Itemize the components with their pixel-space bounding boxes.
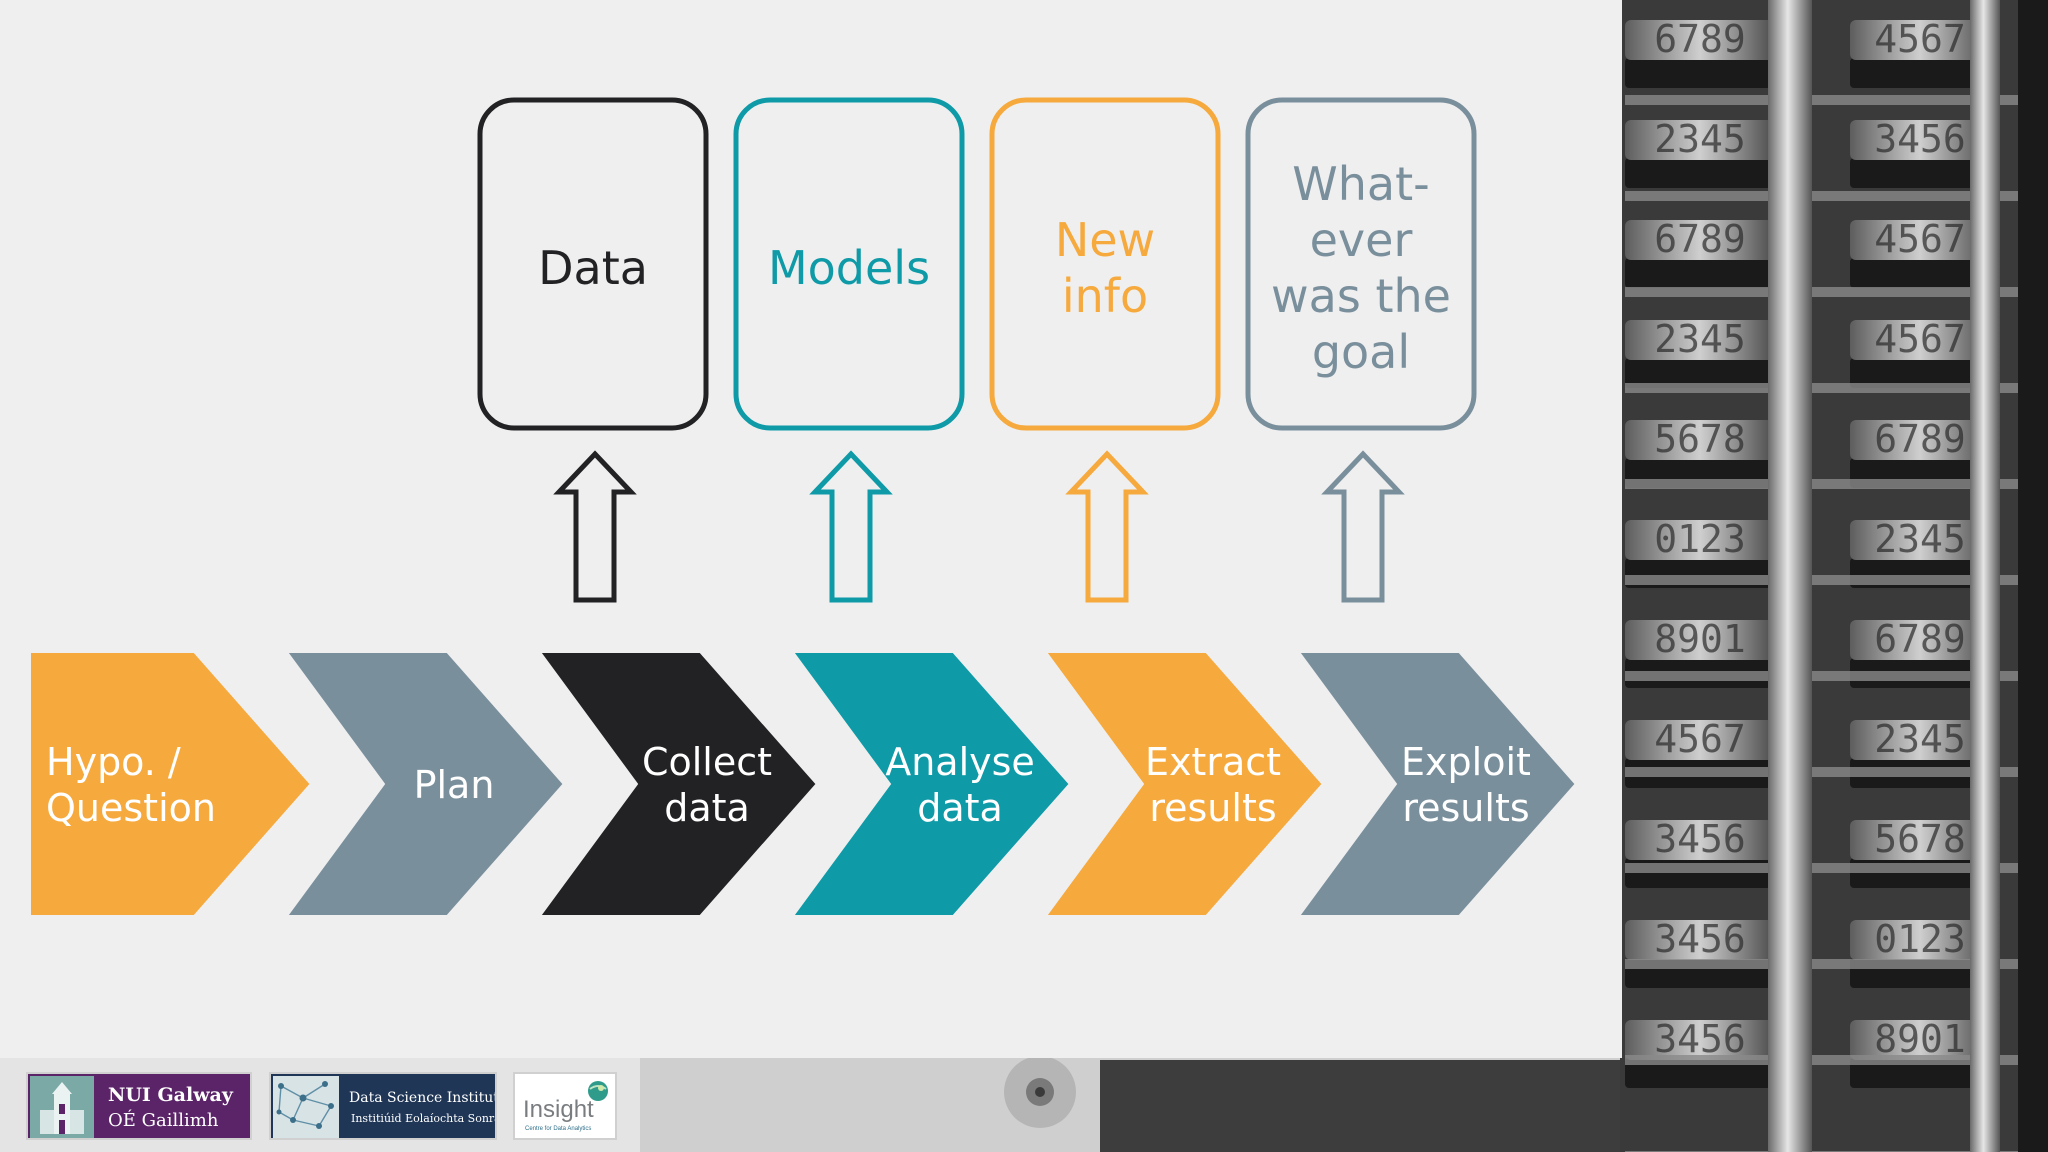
output-box-label: Data (538, 241, 648, 295)
process-chevron (522, 643, 829, 925)
output-box-label: was the (1271, 269, 1451, 323)
insight-logo-name: Insight (523, 1096, 594, 1123)
process-chevron (1028, 643, 1335, 925)
svg-text:4567: 4567 (1654, 717, 1746, 761)
output-box-outline (477, 97, 709, 431)
svg-text:6789: 6789 (1874, 417, 1966, 461)
svg-text:2345: 2345 (1874, 517, 1966, 561)
nui-logo-line2: OÉ Gaillimh (108, 1110, 219, 1131)
svg-text:6789: 6789 (1654, 217, 1746, 261)
svg-text:4567: 4567 (1874, 17, 1966, 61)
output-box-label: info (1062, 269, 1148, 323)
process-chevron (775, 643, 1082, 925)
output-box-2: Models (733, 97, 965, 431)
globe-icon (587, 1080, 609, 1102)
process-step-label: Hypo. / (46, 740, 181, 784)
output-box-outline (1245, 97, 1477, 431)
svg-text:5678: 5678 (1654, 417, 1746, 461)
network-icon (273, 1076, 339, 1138)
process-step-label: Plan (414, 763, 495, 807)
process-step-label: Exploit (1401, 740, 1531, 784)
svg-text:3456: 3456 (1654, 1017, 1746, 1061)
dsi-logo-line1: Data Science Institute (349, 1090, 497, 1106)
nui-galway-logo: NUI Galway OÉ Gaillimh (26, 1072, 252, 1140)
svg-text:6789: 6789 (1654, 17, 1746, 61)
svg-text:6789: 6789 (1874, 617, 1966, 661)
svg-text:0123: 0123 (1874, 917, 1966, 961)
svg-text:2345: 2345 (1654, 317, 1746, 361)
svg-text:8901: 8901 (1654, 617, 1746, 661)
svg-text:3456: 3456 (1654, 817, 1746, 861)
process-step-2: Plan (269, 643, 576, 925)
output-box-outline (989, 97, 1221, 431)
process-step-label: Collect (642, 740, 772, 784)
output-box-1: Data (477, 97, 709, 431)
process-step-label: results (1402, 786, 1529, 830)
svg-text:4567: 4567 (1874, 317, 1966, 361)
process-chevron (269, 643, 576, 925)
nui-logo-line1: NUI Galway (108, 1084, 233, 1106)
up-arrow-icon (809, 450, 893, 603)
output-box-outline (733, 97, 965, 431)
insight-logo-tagline: Centre for Data Analytics (525, 1126, 592, 1132)
output-box-label: Models (768, 241, 930, 295)
dsi-logo-line2: Institiúid Eolaíochta Sonraí (351, 1112, 497, 1125)
process-step-label: Analyse (885, 740, 1035, 784)
svg-text:8901: 8901 (1874, 1017, 1966, 1061)
output-box-label: ever (1310, 213, 1413, 267)
output-box-label: New (1055, 213, 1155, 267)
up-arrow-icon (1065, 450, 1149, 603)
process-step-label: Question (46, 786, 216, 830)
process-step-label: data (917, 786, 1003, 830)
up-arrow-icon (1321, 450, 1405, 603)
process-step-label: data (664, 786, 750, 830)
svg-text:2345: 2345 (1874, 717, 1966, 761)
svg-text:2345: 2345 (1654, 117, 1746, 161)
data-science-institute-logo: Data Science Institute Institiúid Eolaío… (269, 1072, 497, 1140)
output-box-label: goal (1312, 325, 1410, 379)
insight-logo: Insight Centre for Data Analytics (513, 1072, 617, 1140)
process-step-label: Extract (1145, 740, 1281, 784)
svg-text:3456: 3456 (1654, 917, 1746, 961)
svg-text:3456: 3456 (1874, 117, 1966, 161)
svg-text:4567: 4567 (1874, 217, 1966, 261)
svg-text:5678: 5678 (1874, 817, 1966, 861)
process-step-label: results (1149, 786, 1276, 830)
university-tower-icon (30, 1076, 94, 1138)
process-chevron (1281, 643, 1588, 925)
svg-text:0123: 0123 (1654, 517, 1746, 561)
up-arrow-icon (553, 450, 637, 603)
process-chevron (21, 643, 323, 925)
process-step-1: Hypo. /Question (21, 643, 323, 925)
output-box-label: What- (1292, 157, 1429, 211)
